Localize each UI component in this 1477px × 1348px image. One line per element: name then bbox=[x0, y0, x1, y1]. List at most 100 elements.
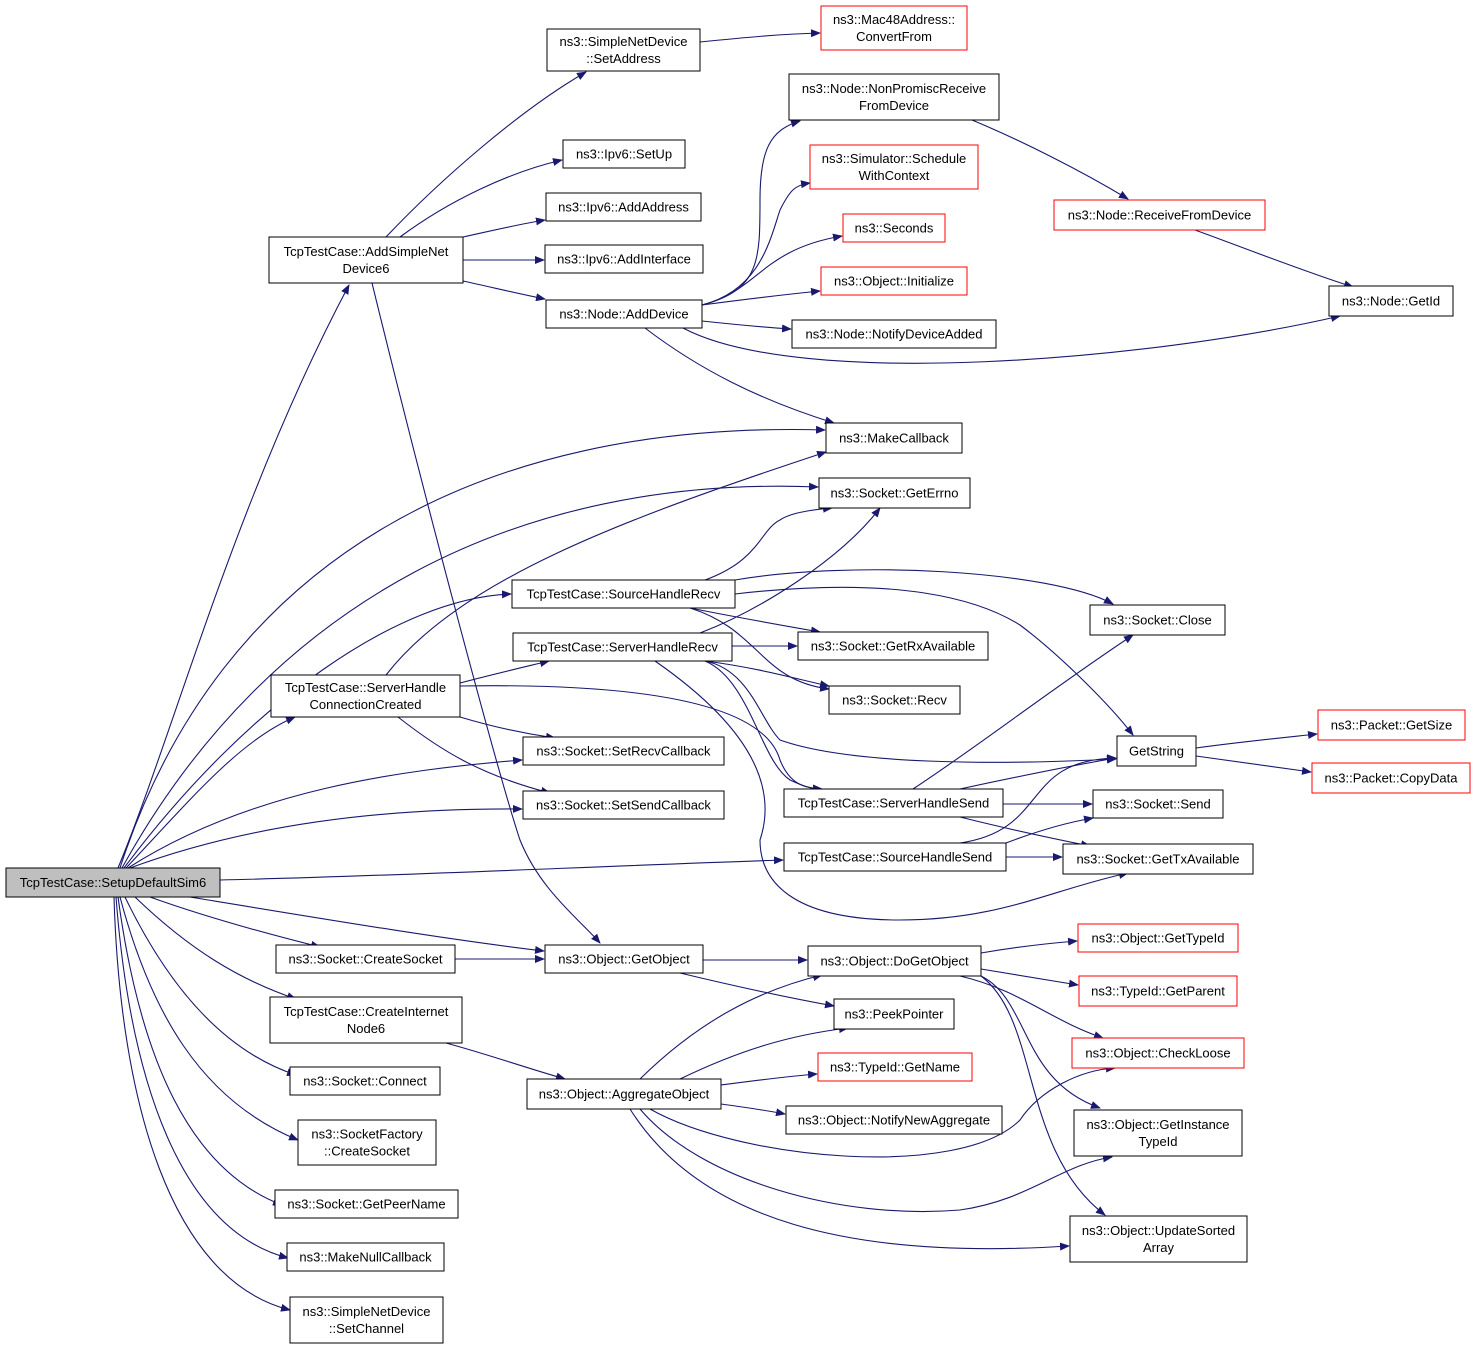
node-serverHandleRecv[interactable]: TcpTestCase::ServerHandleRecv bbox=[512, 632, 733, 662]
node-nodeNotifyDeviceAdded[interactable]: ns3::Node::NotifyDeviceAdded bbox=[791, 319, 997, 349]
node-typeIdGetParent[interactable]: ns3::TypeId::GetParent bbox=[1078, 975, 1238, 1007]
node-label: TcpTestCase::ServerHandle bbox=[285, 680, 446, 695]
edge-serverHandleConn-socketSetSendCallback bbox=[397, 716, 551, 795]
node-label: ns3::Simulator::Schedule bbox=[822, 151, 967, 166]
edge-nodeAddDevice-objectInitialize bbox=[701, 287, 821, 306]
node-label: ns3::SocketFactory bbox=[311, 1127, 423, 1142]
node-label: ns3::MakeCallback bbox=[839, 431, 949, 446]
node-seconds[interactable]: ns3::Seconds bbox=[842, 213, 946, 243]
node-box bbox=[817, 1052, 973, 1082]
node-nodeGetId[interactable]: ns3::Node::GetId bbox=[1328, 285, 1454, 317]
node-mac48ConvertFrom[interactable]: ns3::Mac48Address::ConvertFrom bbox=[820, 5, 968, 51]
node-socketRecv[interactable]: ns3::Socket::Recv bbox=[828, 685, 961, 715]
edge-root-makeNullCallback bbox=[115, 896, 289, 1260]
node-box bbox=[797, 631, 989, 661]
node-socketCreateSocket[interactable]: ns3::Socket::CreateSocket bbox=[275, 944, 456, 974]
node-label: ns3::Socket::Send bbox=[1105, 797, 1211, 812]
node-box bbox=[1077, 923, 1239, 953]
node-objectCheckLoose[interactable]: ns3::Object::CheckLoose bbox=[1071, 1037, 1245, 1069]
edge-objectAggregateObject-objectCheckLoose bbox=[649, 1064, 1116, 1158]
node-box bbox=[1311, 762, 1471, 794]
node-objectGetObject[interactable]: ns3::Object::GetObject bbox=[544, 944, 704, 974]
node-box bbox=[1328, 285, 1454, 317]
node-box bbox=[274, 1189, 459, 1219]
edge-getString-packetGetSize bbox=[1195, 730, 1318, 749]
edge-serverHandleSend-socketGetTxAvailable bbox=[959, 816, 1091, 849]
node-simpleNetDeviceSetAddress[interactable]: ns3::SimpleNetDevice::SetAddress bbox=[546, 28, 701, 72]
node-box bbox=[807, 945, 982, 977]
node-ipv6AddAddress[interactable]: ns3::Ipv6::AddAddress bbox=[545, 192, 702, 222]
node-serverHandleSend[interactable]: TcpTestCase::ServerHandleSend bbox=[783, 788, 1004, 818]
node-socketClose[interactable]: ns3::Socket::Close bbox=[1089, 604, 1226, 636]
node-socketSend[interactable]: ns3::Socket::Send bbox=[1092, 789, 1224, 819]
node-peekPointer[interactable]: ns3::PeekPointer bbox=[833, 998, 955, 1030]
node-socketGetRxAvailable[interactable]: ns3::Socket::GetRxAvailable bbox=[797, 631, 989, 661]
node-label: GetString bbox=[1129, 744, 1184, 759]
node-label: ns3::Packet::GetSize bbox=[1331, 718, 1452, 733]
node-label: ns3::Socket::GetPeerName bbox=[287, 1197, 445, 1212]
node-socketSetRecvCallback[interactable]: ns3::Socket::SetRecvCallback bbox=[522, 736, 725, 766]
node-label: ::CreateSocket bbox=[324, 1144, 410, 1159]
node-simpleNetDeviceSetChannel[interactable]: ns3::SimpleNetDevice::SetChannel bbox=[289, 1296, 444, 1344]
edge-objectAggregateObject-peekPointer bbox=[679, 1025, 849, 1080]
node-nodeAddDevice[interactable]: ns3::Node::AddDevice bbox=[545, 299, 703, 329]
node-label: ns3::Node::GetId bbox=[1342, 294, 1440, 309]
node-label: TcpTestCase::ServerHandleRecv bbox=[527, 640, 718, 655]
edge-serverHandleRecv-serverHandleSend bbox=[704, 660, 823, 793]
node-label: ns3::Object::DoGetObject bbox=[820, 954, 969, 969]
edge-root-objectGetObject bbox=[189, 896, 545, 954]
node-label: ns3::Node::NonPromiscReceive bbox=[802, 81, 986, 96]
node-ipv6AddInterface[interactable]: ns3::Ipv6::AddInterface bbox=[544, 244, 704, 274]
node-objectAggregateObject[interactable]: ns3::Object::AggregateObject bbox=[526, 1078, 722, 1110]
node-label: ns3::Ipv6::SetUp bbox=[576, 147, 672, 162]
node-packetGetSize[interactable]: ns3::Packet::GetSize bbox=[1317, 709, 1466, 741]
node-socketGetTxAvailable[interactable]: ns3::Socket::GetTxAvailable bbox=[1062, 843, 1254, 875]
node-label: Device6 bbox=[343, 261, 390, 276]
node-objectInitialize[interactable]: ns3::Object::Initialize bbox=[820, 266, 968, 296]
node-serverHandleConn[interactable]: TcpTestCase::ServerHandleConnectionCreat… bbox=[270, 674, 461, 718]
node-makeNullCallback[interactable]: ns3::MakeNullCallback bbox=[286, 1242, 445, 1272]
node-objectDoGetObject[interactable]: ns3::Object::DoGetObject bbox=[807, 945, 982, 977]
node-typeIdGetName[interactable]: ns3::TypeId::GetName bbox=[817, 1052, 973, 1082]
node-box bbox=[289, 1296, 444, 1344]
node-nodeReceiveFromDevice[interactable]: ns3::Node::ReceiveFromDevice bbox=[1053, 199, 1266, 231]
edge-serverHandleConn-serverHandleRecv bbox=[459, 659, 550, 684]
node-makeCallback[interactable]: ns3::MakeCallback bbox=[825, 422, 963, 454]
edge-objectDoGetObject-objectGetInstanceTypeId bbox=[980, 975, 1101, 1109]
node-box bbox=[545, 299, 703, 329]
node-sourceHandleRecv[interactable]: TcpTestCase::SourceHandleRecv bbox=[511, 579, 736, 609]
edge-root-serverHandleConn bbox=[125, 716, 296, 869]
node-label: TypeId bbox=[1138, 1134, 1177, 1149]
node-box bbox=[1116, 735, 1197, 767]
node-packetCopyData[interactable]: ns3::Packet::CopyData bbox=[1311, 762, 1471, 794]
node-root[interactable]: TcpTestCase::SetupDefaultSim6 bbox=[5, 867, 221, 898]
node-socketFactoryCreateSocket[interactable]: ns3::SocketFactory::CreateSocket bbox=[297, 1119, 437, 1166]
node-objectNotifyNewAggregate[interactable]: ns3::Object::NotifyNewAggregate bbox=[785, 1105, 1003, 1135]
node-objectGetTypeId[interactable]: ns3::Object::GetTypeId bbox=[1077, 923, 1239, 953]
node-label: ns3::Ipv6::AddAddress bbox=[558, 200, 689, 215]
node-label: ns3::PeekPointer bbox=[844, 1007, 944, 1022]
node-ipv6SetUp[interactable]: ns3::Ipv6::SetUp bbox=[562, 139, 686, 169]
edge-sourceHandleSend-socketSend bbox=[1005, 815, 1094, 844]
edge-nodeAddDevice-seconds bbox=[701, 233, 843, 306]
node-socketSetSendCallback[interactable]: ns3::Socket::SetSendCallback bbox=[522, 790, 725, 820]
node-box bbox=[544, 244, 704, 274]
node-sourceHandleSend[interactable]: TcpTestCase::SourceHandleSend bbox=[783, 842, 1007, 872]
node-socketGetPeerName[interactable]: ns3::Socket::GetPeerName bbox=[274, 1189, 459, 1219]
node-label: ConnectionCreated bbox=[309, 697, 421, 712]
node-getString[interactable]: GetString bbox=[1116, 735, 1197, 767]
function-nodes: TcpTestCase::SetupDefaultSim6TcpTestCase… bbox=[5, 5, 1471, 1344]
edge-root-socketSetSendCallback bbox=[129, 804, 523, 869]
node-socketGetErrno[interactable]: ns3::Socket::GetErrno bbox=[818, 477, 971, 509]
edge-addSimpleNetDevice6-ipv6AddAddress bbox=[462, 217, 546, 238]
node-box bbox=[522, 736, 725, 766]
node-socketConnect[interactable]: ns3::Socket::Connect bbox=[289, 1066, 441, 1096]
edge-nodeAddDevice-simulatorSchedule bbox=[701, 180, 811, 306]
